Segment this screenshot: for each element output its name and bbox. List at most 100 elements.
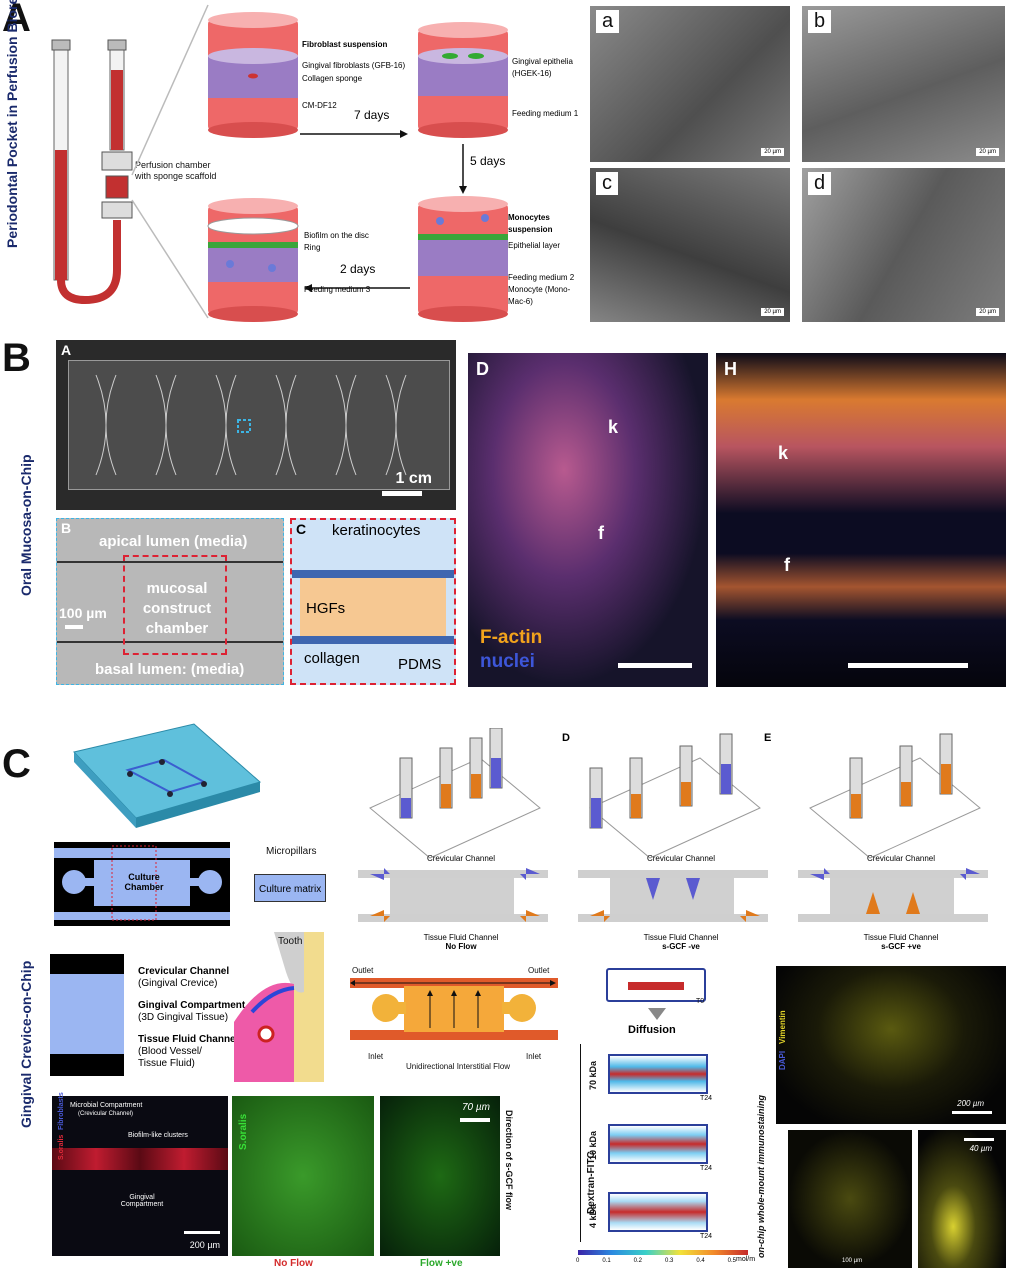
zoom-lines — [131, 4, 209, 319]
micrograph-tag: B — [61, 520, 72, 536]
sim-outlet-left: Outlet — [352, 966, 374, 975]
perfusion-chamber-label: Perfusion chamber with sponge scaffold — [135, 160, 217, 181]
sem-image-d: d 20 µm — [802, 168, 1005, 322]
micro3-scale3: 100 µm — [842, 1258, 863, 1264]
step4-labels: Biofilm on the disc Ring Feeding medium … — [304, 230, 394, 296]
label-gingival-epithelia: Gingival epithelia (HGEK-16) — [512, 57, 573, 78]
panel-b-letter: B — [2, 336, 31, 380]
sem-scale-a: 20 µm — [761, 148, 784, 156]
colorbar-ticks: 0 0.1 0.2 0.3 0.4 0.5 — [576, 1258, 736, 1264]
chip-layout: Culture Chamber — [54, 842, 230, 926]
micro2-direction: Direction of s-GCF flow — [504, 1110, 514, 1210]
dextran-t0-chip — [606, 968, 706, 1002]
fluorescence-image-h: H k f — [716, 353, 1006, 687]
pdms-top — [292, 570, 454, 578]
legend-gingival: Gingival Compartment (3D Gingival Tissue… — [138, 1000, 245, 1024]
dextran-4-chip — [608, 1192, 708, 1232]
dextran-70-chip — [608, 1054, 708, 1094]
flow-case-3-tag: E — [764, 732, 772, 744]
dextran-axis-line — [580, 1044, 581, 1242]
legend-factin: F-actin — [480, 627, 543, 648]
chip-scale-label: 1 cm — [395, 470, 432, 487]
micro1-red-band — [52, 1148, 228, 1170]
sem-tag-d: d — [808, 172, 832, 195]
label-monocyte: Monocyte (Mono-Mac-6) — [508, 285, 571, 306]
compartment-legend: Crevicular Channel (Gingival Crevice) Gi… — [138, 966, 245, 1070]
colorbar-unit: mol/m — [736, 1256, 756, 1263]
fluor-d-tag: D — [476, 359, 489, 379]
arrow-2days: 2 days — [340, 262, 376, 276]
step1-labels: Fibroblast suspension Gingival fibroblas… — [302, 38, 405, 112]
micro3-scale2: 40 µm — [969, 1144, 992, 1153]
chip-photo-tag: A — [61, 342, 72, 358]
dextran-10-chip — [608, 1124, 708, 1164]
sem-tag-c: c — [596, 172, 618, 195]
lower-membrane — [57, 641, 283, 643]
colorbar-tick-0: 0 — [576, 1258, 580, 1264]
chip-scale-bar — [382, 491, 422, 496]
flow-case-2-top: Crevicular Channel — [646, 854, 716, 863]
label-feeding-medium-2: Feeding medium 2 — [508, 273, 575, 282]
sim-inlet-left: Inlet — [368, 1052, 384, 1061]
dextran-70-t: T24 — [699, 1095, 712, 1102]
legend-crevicular-title: Crevicular Channel — [138, 966, 230, 977]
dextran-row-70: 70 kDa T24 — [588, 1046, 712, 1102]
micro3-vimentin: Vimentin — [778, 1010, 787, 1044]
micro1-scale-bar — [184, 1231, 220, 1234]
well-step-2 — [418, 22, 508, 138]
dextran-t0-channel — [628, 982, 684, 990]
label-feeding-medium-1: Feeding medium 1 — [512, 109, 579, 118]
fluor-d-scale-bar — [618, 663, 692, 668]
collagen-label: collagen — [304, 650, 360, 667]
micrograph-scale-bar — [65, 625, 83, 629]
flow-case-3-name: s-GCF +ve — [881, 942, 921, 951]
tooth-label: Tooth — [278, 936, 303, 947]
chip-layout-channels — [54, 845, 230, 921]
micro-biofilm-image: Microbial Compartment (Crevicular Channe… — [52, 1096, 228, 1256]
arrow-7days: 7 days — [354, 108, 390, 122]
flow-case-3-bottom: Tissue Fluid Channel — [863, 933, 939, 942]
label-fibroblast-suspension: Fibroblast suspension — [302, 40, 388, 49]
flow-case-2-name: s-GCF -ve — [662, 942, 700, 951]
micro1-clusters: Biofilm-like clusters — [128, 1132, 188, 1139]
flow-case-2 — [578, 733, 768, 922]
culture-matrix-box: Culture matrix — [254, 874, 326, 902]
micro2-side: S.oralis — [238, 1113, 249, 1150]
culture-matrix-label: Culture matrix — [259, 884, 322, 895]
micrograph-scale-label: 100 µm — [59, 605, 107, 621]
flow-case-2-tag: D — [562, 732, 570, 744]
legend-crevicular: Crevicular Channel (Gingival Crevice) — [138, 966, 245, 990]
culture-steps-diagram — [207, 12, 508, 322]
micro-soralis-flow: 70 µm — [380, 1096, 500, 1256]
fluor-d-k: k — [608, 417, 619, 437]
flow-case-3-top: Crevicular Channel — [866, 854, 936, 863]
sim-caption: Unidirectional Interstitial Flow — [406, 1062, 511, 1071]
legend-tissue-fluid-title: Tissue Fluid Channel — [138, 1034, 239, 1045]
dextran-70-kda: 70 kDa — [588, 1060, 598, 1090]
pdms-bottom — [292, 636, 454, 644]
micro2-scale-bar — [460, 1118, 490, 1122]
fluor-h-scale-bar — [848, 663, 968, 668]
legend-tissue-fluid: Tissue Fluid Channel (Blood Vessel/ Tiss… — [138, 1034, 245, 1070]
colorbar-tick-5: 0.5 — [727, 1258, 736, 1264]
panel-a-side-label: Periodontal Pocket in Perfusion Bioreact… — [4, 0, 20, 248]
label-epithelial-layer: Epithelial layer — [508, 241, 561, 250]
micro-vimentin-large: 200 µm — [776, 966, 1006, 1124]
sem-image-b: b 20 µm — [802, 6, 1005, 162]
dextran-t0-label: T0 — [696, 998, 705, 1005]
fluor-h-k: k — [778, 443, 789, 463]
flow-case-2-labels: Crevicular Channel Tissue Fluid Channel … — [578, 854, 784, 951]
chip-3d — [73, 723, 262, 828]
micro3-dapi: DAPI — [778, 1050, 787, 1070]
flow-case-3 — [798, 733, 988, 922]
keratinocytes-label: keratinocytes — [332, 522, 421, 539]
label-gingival-fibroblasts: Gingival fibroblasts (GFB-16) — [302, 61, 406, 70]
sem-tag-a: a — [596, 10, 620, 33]
flow-simulation — [350, 978, 558, 1040]
sem-scale-c: 20 µm — [761, 308, 784, 316]
dextran-4-t: T24 — [699, 1233, 712, 1240]
micro3-scale2-bar — [964, 1138, 994, 1141]
colorbar-tick-2: 0.2 — [633, 1258, 642, 1264]
micro2-scale-label: 70 µm — [462, 1102, 490, 1113]
mucosal-micrograph: B apical lumen (media) mucosal construct… — [56, 518, 284, 685]
